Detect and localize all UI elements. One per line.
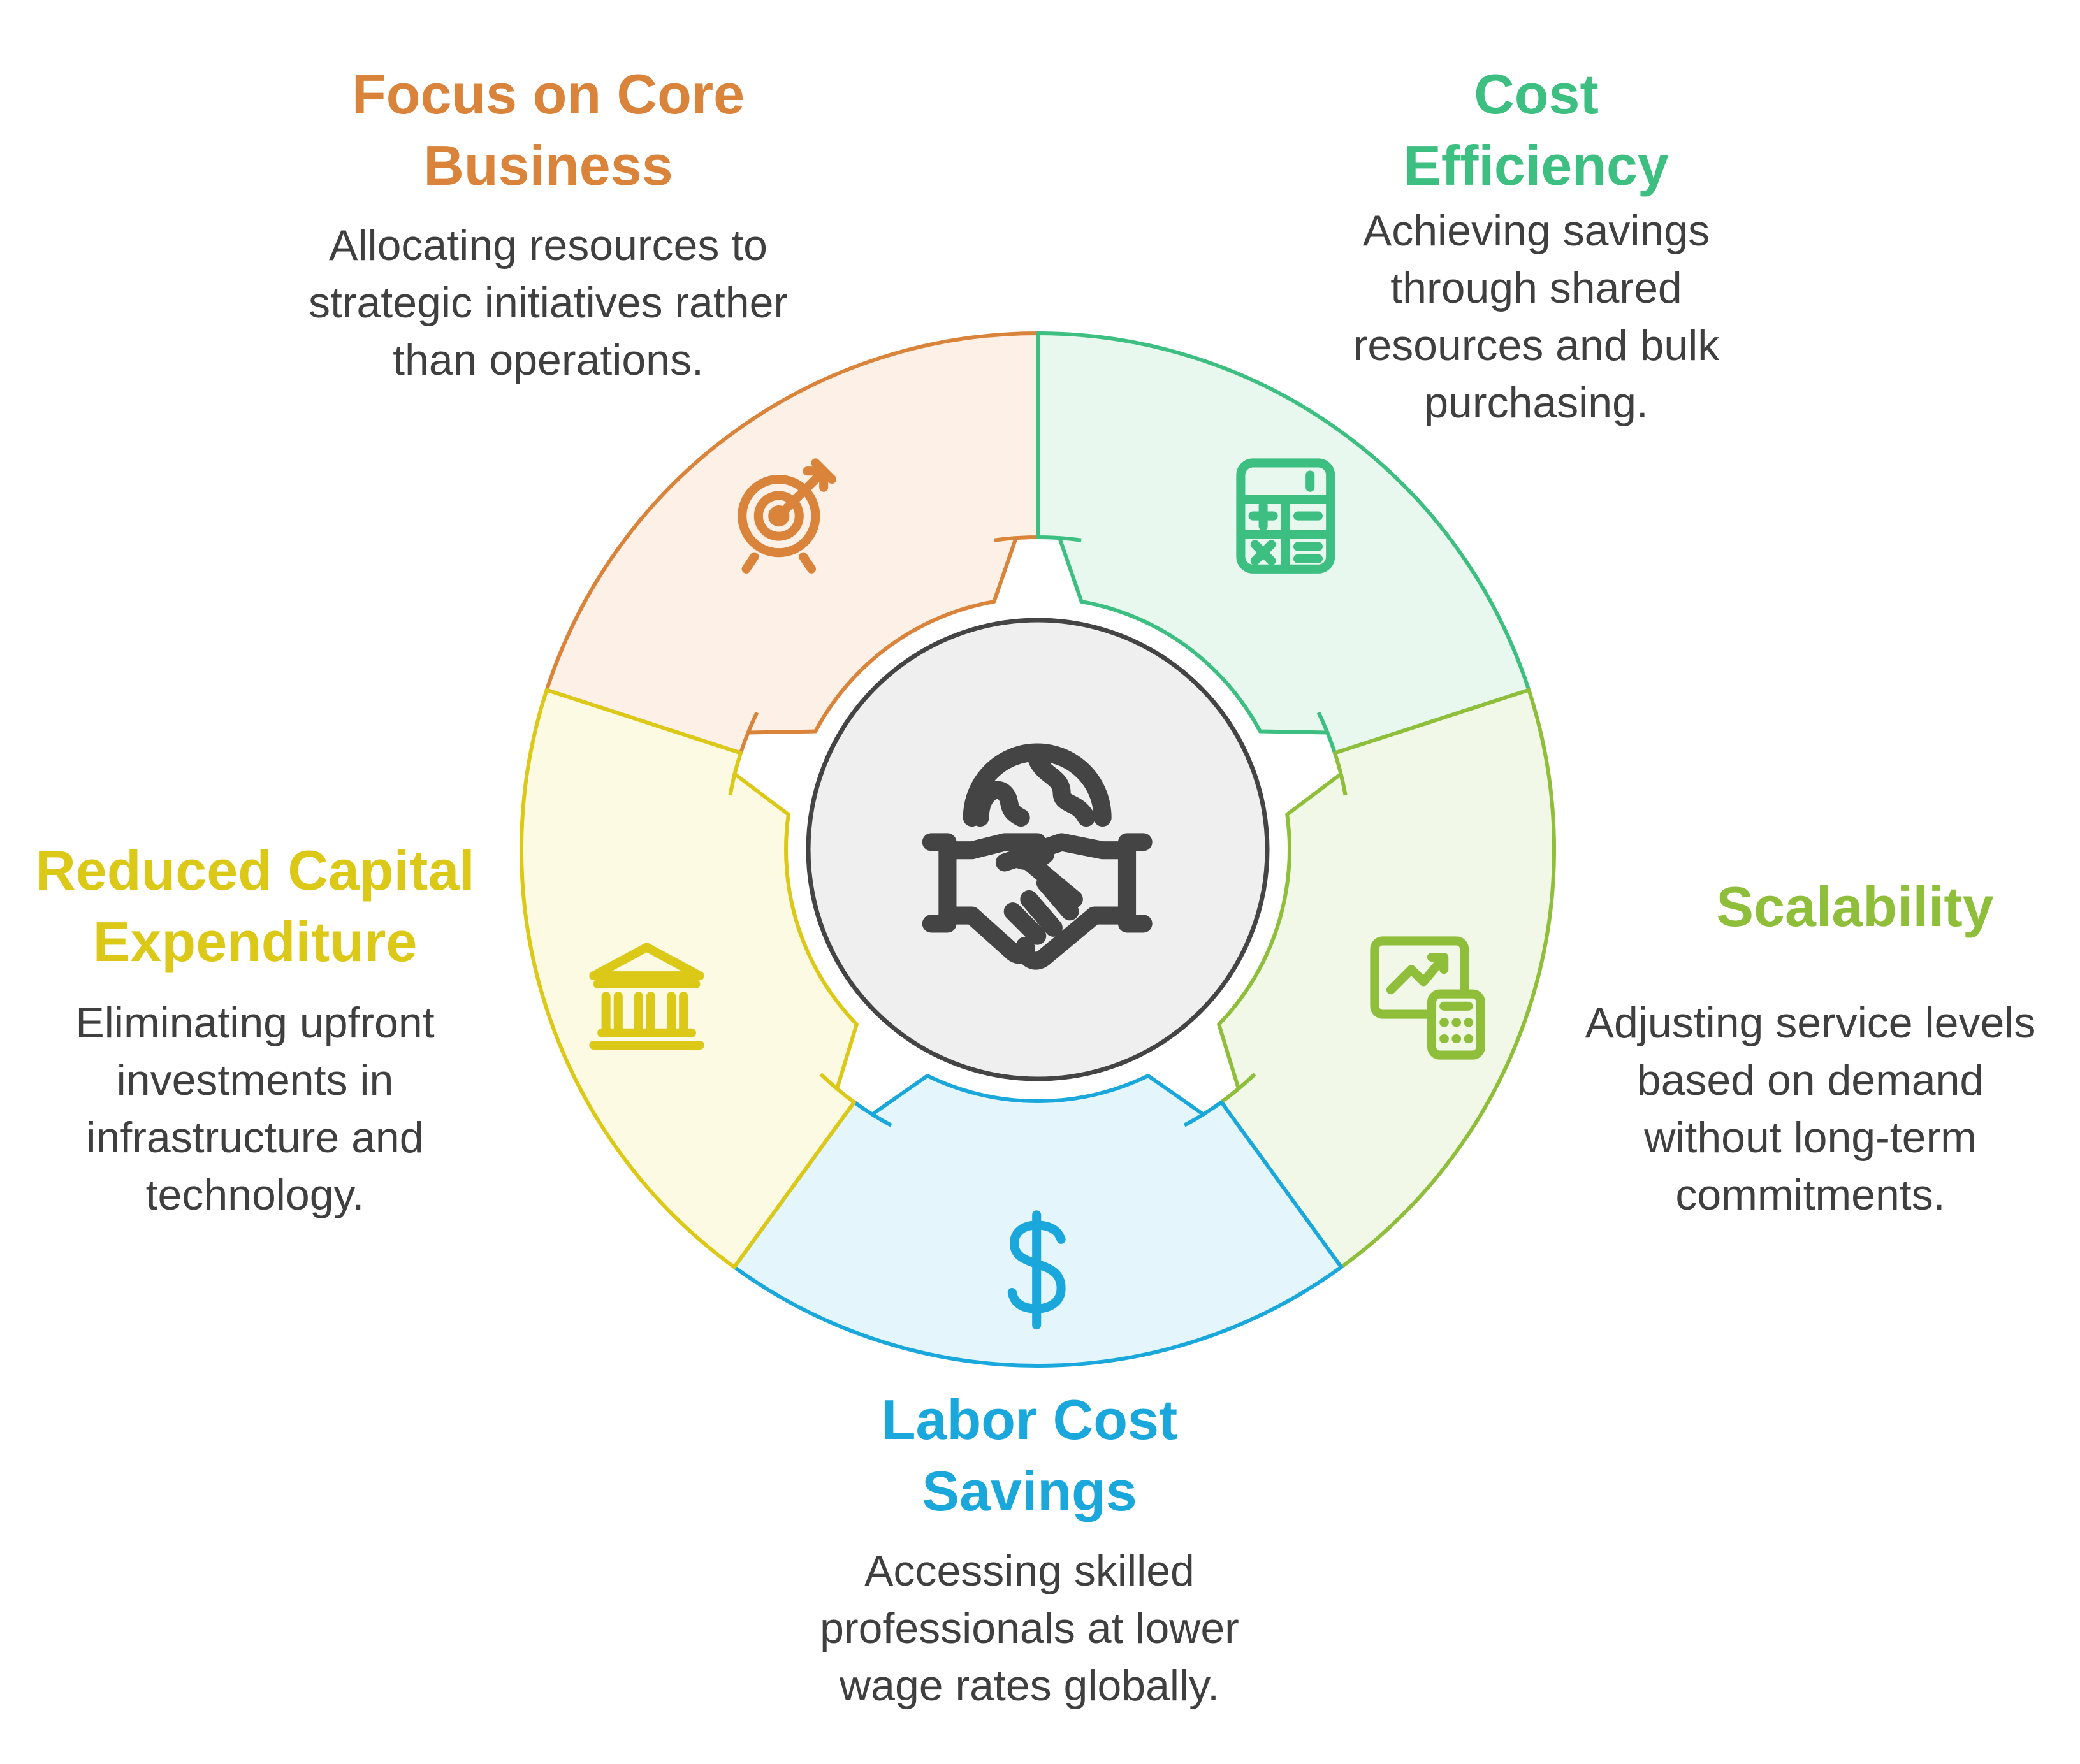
segment-focus	[544, 331, 1040, 755]
chart-calculator-icon	[1370, 936, 1485, 1060]
segment-desc-capital: Eliminating upfront investments in infra…	[75, 999, 435, 1219]
segment-desc-cost: Achieving savings through shared resourc…	[1353, 206, 1720, 427]
segment-scalability	[1217, 688, 1556, 1269]
segment-title-labor: Labor Cost Savings	[881, 1388, 1178, 1522]
bank-icon	[589, 943, 704, 1050]
dollar-icon	[1007, 1210, 1066, 1330]
segment-title-scalability: Scalability	[1716, 875, 1994, 938]
segment-desc-focus: Allocating resources to strategic initia…	[308, 221, 789, 384]
target-arrow-icon	[738, 458, 837, 574]
segment-desc-labor: Accessing skilled professionals at lower…	[820, 1547, 1239, 1710]
calculator-icon	[1236, 458, 1335, 574]
segment-desc-scalability: Adjusting service levels based on demand…	[1585, 999, 2036, 1219]
segment-title-focus: Focus on Core Business	[351, 62, 745, 197]
segment-title-cost: Cost Efficiency	[1404, 62, 1669, 197]
segment-title-capital: Reduced Capital Expenditure	[35, 839, 475, 973]
handshake-globe-icon	[922, 743, 1153, 970]
